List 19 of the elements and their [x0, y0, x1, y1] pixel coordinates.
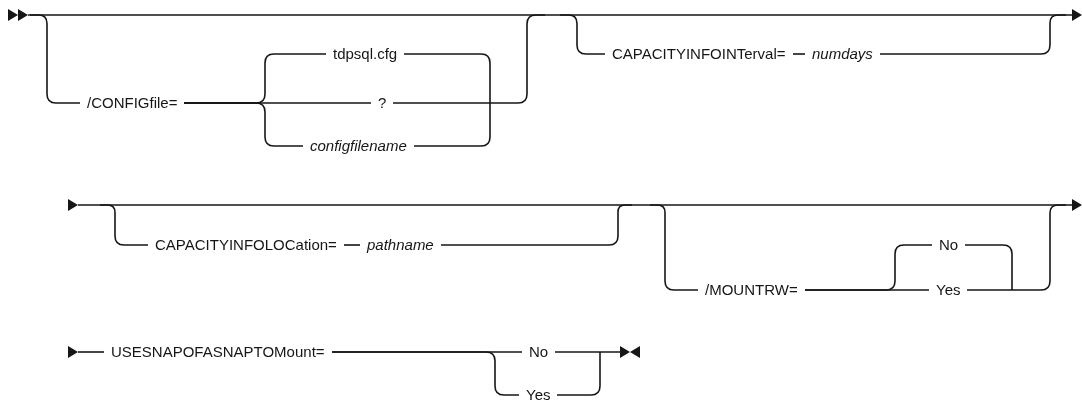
variable-label: numdays: [805, 45, 880, 63]
syntax-line: [331, 351, 520, 396]
keyword-label: CAPACITYINFOLOCation=: [148, 236, 344, 254]
keyword-label: tdpsql.cfg: [326, 45, 405, 63]
keyword-label: No: [932, 236, 966, 254]
keyword-label: USESNAPOFASNAPTOMount=: [104, 343, 332, 361]
variable-label: configfilename: [303, 137, 414, 155]
keyword-label: No: [522, 343, 556, 361]
keyword-label: Yes: [519, 386, 558, 401]
keyword-label: ?: [371, 94, 394, 112]
keyword-label: Yes: [929, 281, 968, 299]
syntax-line: [343, 244, 361, 246]
keyword-label: /CONFIGfile=: [80, 94, 185, 112]
syntax-line: [792, 53, 806, 55]
syntax-line: [183, 102, 304, 147]
syntax-line: [804, 289, 930, 291]
variable-label: pathname: [360, 236, 441, 254]
keyword-label: CAPACITYINFOINTerval=: [605, 45, 793, 63]
keyword-label: /MOUNTRW=: [698, 281, 805, 299]
